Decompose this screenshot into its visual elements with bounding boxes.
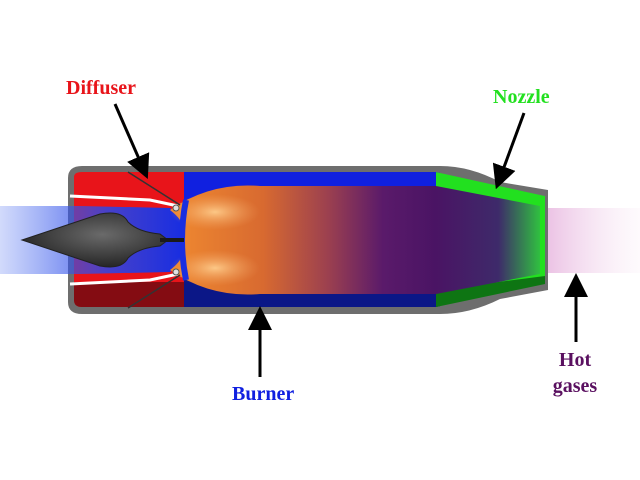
burner-label: Burner <box>232 383 295 405</box>
fuel-injector-lower <box>127 274 181 309</box>
hot-gases-label: Hot gases <box>540 347 610 399</box>
diffuser-section-lower-shade <box>74 282 184 307</box>
nozzle-flow <box>436 186 540 294</box>
exhaust-plume <box>540 208 640 273</box>
fuel-nozzle-upper <box>172 204 180 212</box>
hot-gases-label-line1: Hot <box>558 349 592 371</box>
diffuser-arrow <box>113 103 150 179</box>
hot-gases-label-line2: gases <box>552 375 598 397</box>
diffuser-duct-lower <box>69 272 179 286</box>
flame-core-lower <box>170 250 260 286</box>
nozzle-label: Nozzle <box>493 86 550 108</box>
nozzle-arrow <box>492 112 526 190</box>
diffuser-duct-upper <box>69 194 179 208</box>
flame-core-upper <box>170 194 260 230</box>
fuel-nozzle-lower <box>172 268 180 276</box>
diffuser-label: Diffuser <box>66 77 136 99</box>
